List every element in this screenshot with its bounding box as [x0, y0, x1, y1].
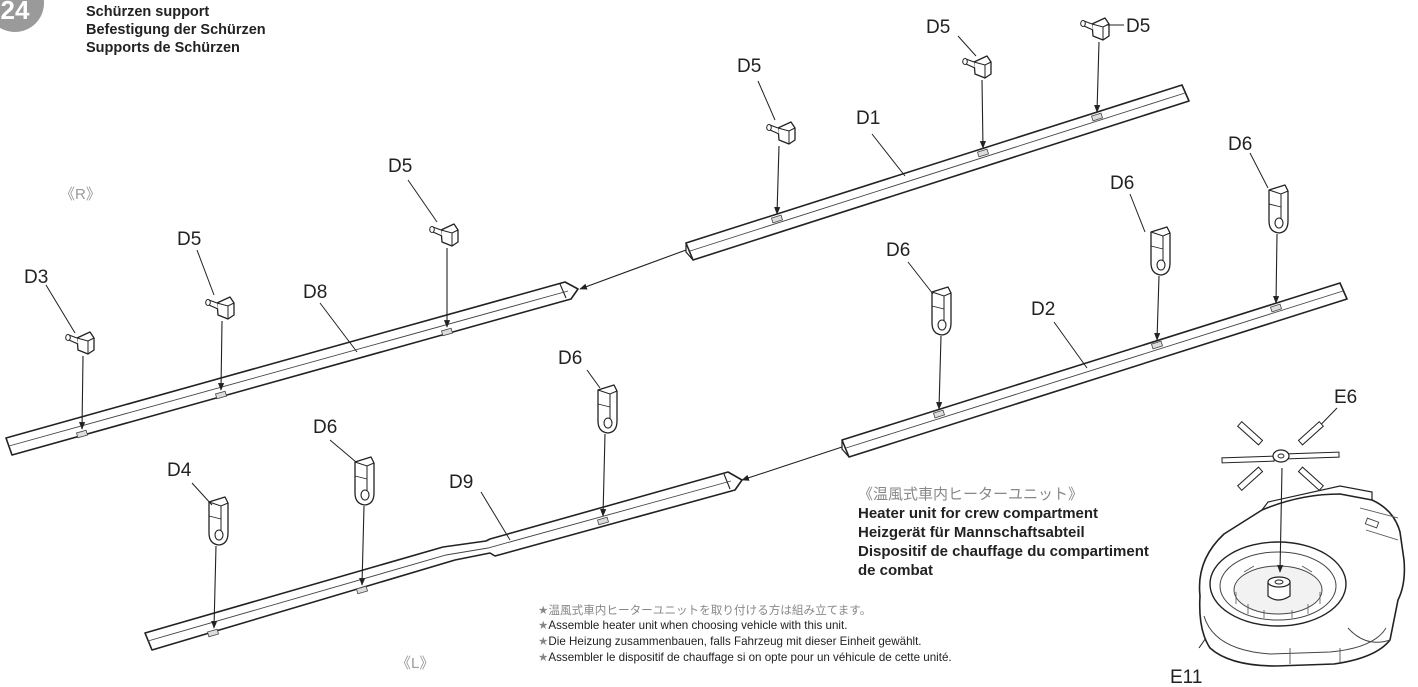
clip-D6: [931, 286, 952, 336]
heater-caption-de: Heizgerät für Mannschaftsabteil: [858, 524, 1085, 541]
clip-D6: [597, 384, 618, 434]
part-label-d6: D6: [886, 240, 910, 261]
part-label-d5: D5: [177, 229, 201, 250]
part-label-d1: D1: [856, 108, 880, 129]
part-label-d5: D5: [926, 17, 950, 38]
heater-caption-jp: 《温風式車内ヒーターユニット》: [858, 485, 1084, 503]
star-icon: ★: [538, 603, 549, 617]
rail-D9: [144, 471, 743, 651]
star-icon: ★: [538, 619, 549, 632]
side-label-right: 《R》: [60, 186, 101, 203]
heater-caption-fr-2: de combat: [858, 562, 934, 579]
clip-D5: [429, 223, 459, 247]
star-icon: ★: [538, 635, 549, 648]
clip-D6: [354, 456, 375, 506]
part-label-d5: D5: [737, 56, 761, 77]
footnote-de: ★Die Heizung zusammenbauen, falls Fahrze…: [538, 635, 922, 648]
side-label-left: 《L》: [396, 655, 435, 672]
star-icon: ★: [538, 651, 549, 664]
clip-D6: [1268, 184, 1289, 234]
rail-D2: [841, 282, 1348, 458]
part-label-d6: D6: [1228, 134, 1252, 155]
part-label-d9: D9: [449, 472, 473, 493]
heater-unit-caption: 《温風式車内ヒーターユニット》 Heater unit for crew com…: [858, 484, 1218, 580]
clip-D5: [962, 55, 992, 79]
heater-caption-fr-1: Dispositif de chauffage du compartiment: [858, 543, 1149, 560]
part-label-d6: D6: [313, 417, 337, 438]
part-label-d4: D4: [167, 460, 192, 481]
footnote-jp: ★温風式車内ヒーターユニットを取り付ける方は組み立てます。: [538, 603, 872, 617]
heater-caption-en: Heater unit for crew compartment: [858, 505, 1099, 522]
step-title-de: Befestigung der Schürzen: [86, 22, 266, 38]
clip-D5: [205, 296, 235, 320]
part-label-d8: D8: [303, 282, 327, 303]
assembly-footnotes: ★温風式車内ヒーターユニットを取り付ける方は組み立てます。 ★Assemble …: [538, 602, 988, 666]
heater-unit-illustration: [1198, 420, 1406, 667]
footnote-fr: ★Assembler le dispositif de chauffage si…: [538, 651, 952, 664]
clip-D6: [1150, 226, 1171, 276]
part-label-d3: D3: [24, 267, 48, 288]
rail-D8: [5, 281, 579, 456]
rail-D1: [685, 84, 1190, 261]
part-label-d5: D5: [1126, 16, 1150, 37]
part-label-d5: D5: [388, 156, 412, 177]
part-label-d2: D2: [1031, 299, 1055, 320]
part-label-e11: E11: [1170, 667, 1202, 687]
step-title-en: Schürzen support: [86, 4, 210, 20]
step-number: 24: [0, 0, 30, 25]
clip-D5: [766, 121, 796, 145]
clip-D5: [1080, 17, 1110, 41]
footnote-en: ★Assemble heater unit when choosing vehi…: [538, 619, 848, 632]
step-header: 24 Schürzen support Befestigung der Schü…: [0, 0, 320, 64]
part-label-d6: D6: [1110, 173, 1134, 194]
clip-D3: [65, 331, 95, 355]
step-number-badge: 24: [0, 0, 44, 32]
step-title-fr: Supports de Schürzen: [86, 40, 240, 56]
part-label-d6: D6: [558, 348, 582, 369]
part-label-e6: E6: [1334, 387, 1357, 408]
